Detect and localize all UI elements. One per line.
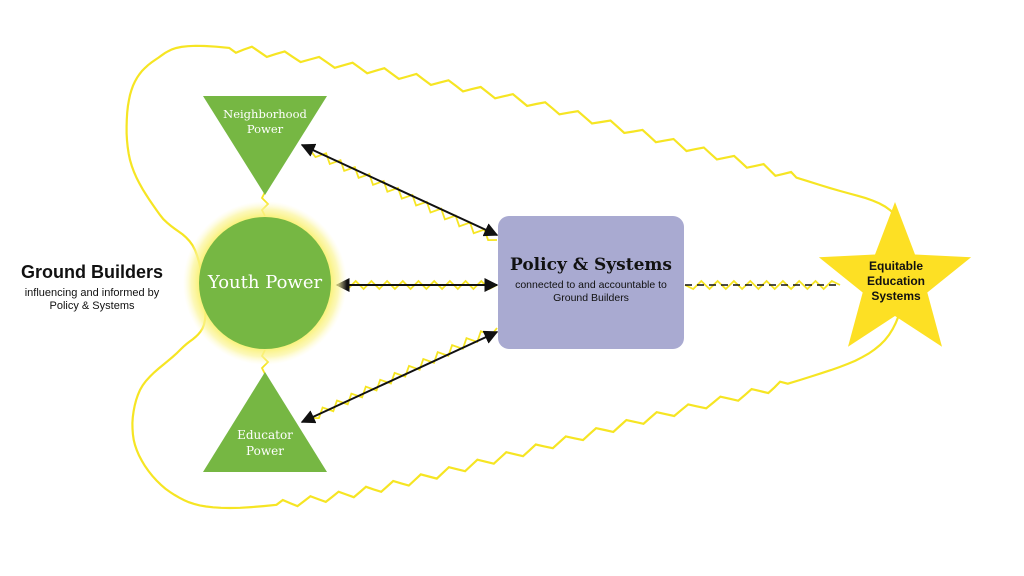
equitable-education-star	[818, 202, 972, 347]
neighborhood-policy-arrow	[300, 143, 499, 237]
youth-power-circle	[199, 217, 331, 349]
educator-policy-arrow	[300, 330, 499, 424]
neighborhood-power-triangle	[203, 96, 327, 195]
neighborhood-policy-zigzag	[309, 149, 498, 242]
educator-power-triangle	[203, 372, 327, 472]
policy-systems-box	[498, 216, 684, 349]
